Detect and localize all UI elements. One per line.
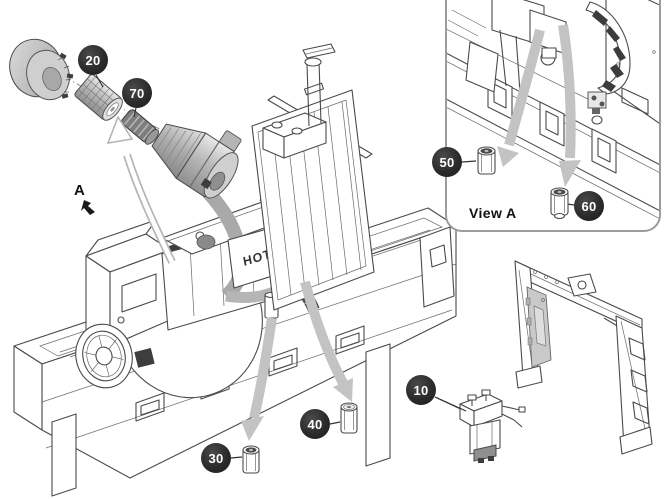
air-cleaner-housing (151, 123, 242, 199)
air-filter-cap (9, 38, 74, 101)
view-marker-label: A (74, 182, 85, 199)
air-filter-element (74, 74, 123, 121)
view-a-panel-border (445, 0, 661, 232)
filter-icon-30 (242, 445, 260, 474)
flow-arrow-60 (558, 24, 581, 187)
fuel-filter-assembly (434, 389, 526, 463)
leader-ticks (95, 74, 341, 459)
callout-40: 40 (300, 409, 330, 439)
callout-20: 20 (78, 45, 108, 75)
flow-arrow-30 (241, 317, 277, 441)
view-a-engine-detail (446, 0, 660, 223)
callout-70: 70 (122, 78, 152, 108)
radiator (251, 43, 375, 311)
lifting-frame (514, 260, 653, 455)
exhaust-pipe (302, 43, 336, 127)
door-panel (525, 286, 552, 368)
flow-arrow-50 (497, 28, 545, 167)
flow-arrow-40 (300, 280, 353, 402)
leader-10 (434, 396, 467, 412)
callout-50: 50 (432, 147, 462, 177)
genset-illustration: HOT (13, 43, 457, 497)
callout-30: 30 (201, 443, 231, 473)
view-a-title: View A (469, 205, 517, 221)
callout-10: 10 (406, 375, 436, 405)
intake-hose (121, 109, 160, 145)
air-cleaner-exploded-parts (9, 38, 242, 199)
view-a-panel (445, 0, 661, 232)
flow-arrow-70 (106, 115, 176, 264)
filter-icon-60 (550, 187, 569, 220)
filter-icon-40 (340, 402, 358, 434)
view-direction-arrow-icon (81, 200, 95, 215)
filter-icon-50 (477, 146, 496, 175)
generator-fan (75, 323, 133, 389)
callout-60: 60 (574, 191, 604, 221)
